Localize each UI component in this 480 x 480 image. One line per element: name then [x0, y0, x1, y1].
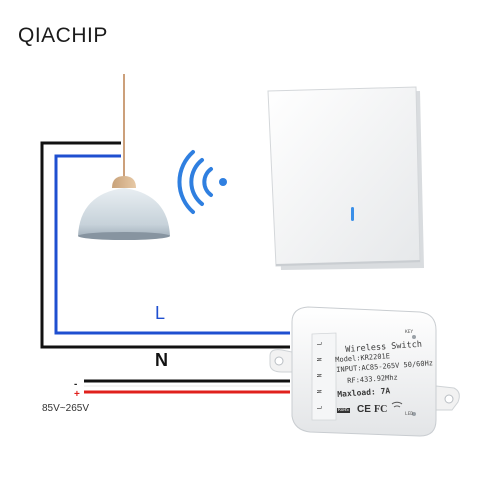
lamp-shade [78, 188, 170, 240]
neutral-wire [40, 141, 290, 349]
wifi-signal-icon [177, 150, 227, 214]
live-wire [54, 154, 290, 335]
ce-mark: CE [357, 404, 371, 415]
live-line-label: L [155, 303, 166, 323]
rohs-mark: RoHS [337, 408, 350, 413]
voltage-range-label: 85V~265V [42, 403, 89, 414]
lamp-cap [112, 176, 136, 188]
fc-mark: FC [374, 404, 388, 415]
brand-logo: QIACHIP [18, 24, 108, 47]
wifi-mark-icon [391, 401, 403, 408]
terminal-label: L [316, 341, 324, 346]
neutral-line-label: N [155, 350, 168, 370]
module-led-label: LED [405, 412, 414, 417]
positive-sign: + [74, 389, 80, 400]
terminal-label: N [316, 357, 324, 362]
terminal-label: N [316, 373, 324, 378]
module-key-label: KEY [405, 330, 414, 335]
receiver-module [269, 306, 460, 437]
wall-switch-panel [267, 86, 424, 270]
switch-led-indicator [351, 207, 354, 221]
terminal-label: N [316, 389, 324, 394]
negative-sign: - [74, 379, 78, 390]
terminal-label: L [316, 405, 324, 410]
